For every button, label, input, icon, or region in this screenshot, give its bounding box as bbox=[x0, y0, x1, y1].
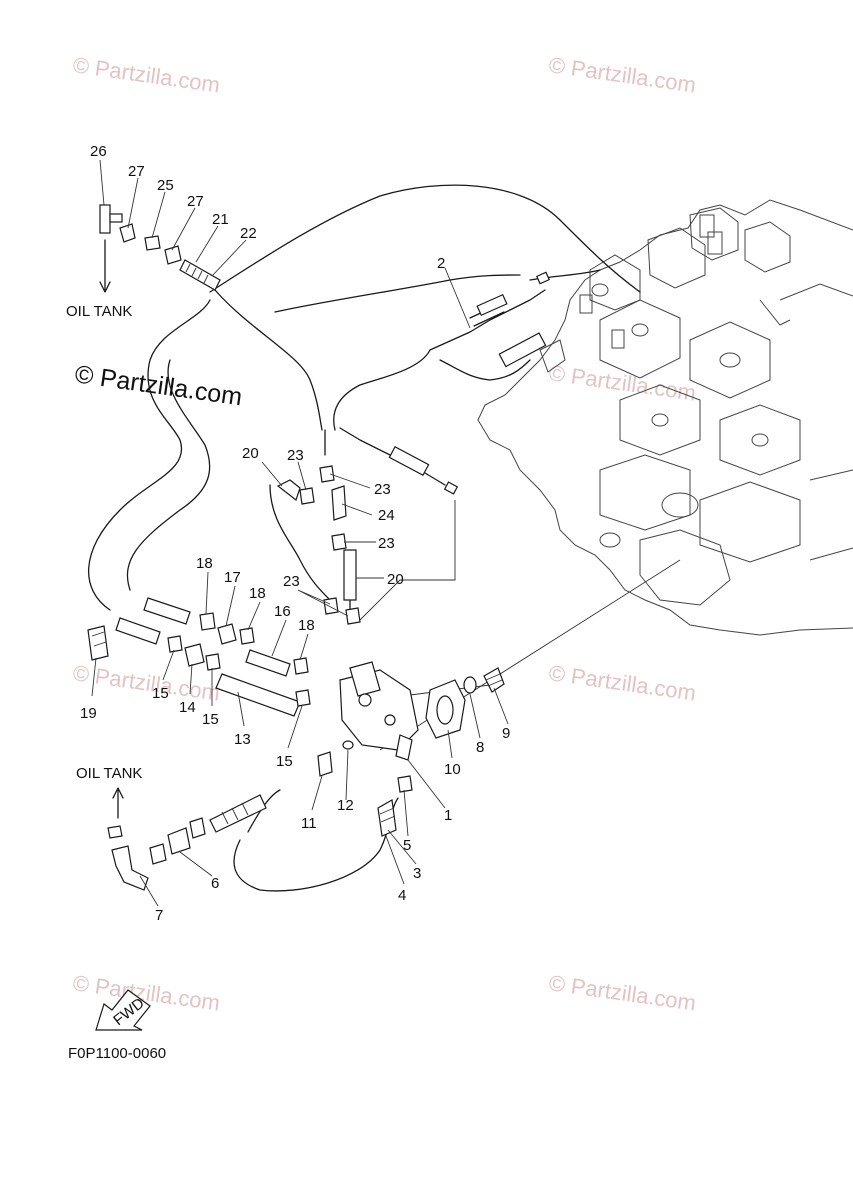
callout-24: 24 bbox=[378, 507, 395, 524]
callout-25: 25 bbox=[157, 177, 174, 194]
clip-23-e bbox=[345, 607, 361, 625]
watermark-mid-left: © Partzilla.com bbox=[71, 660, 221, 705]
clip-23-b bbox=[319, 465, 335, 483]
clamp-27-top bbox=[119, 223, 136, 243]
callout-15-left: 15 bbox=[152, 685, 169, 702]
callout-23-right-b: 23 bbox=[378, 535, 395, 552]
clip-23-d bbox=[323, 597, 339, 615]
elbow-hose-7 bbox=[111, 845, 149, 891]
callout-11: 11 bbox=[301, 815, 317, 832]
callout-20-right: 20 bbox=[387, 571, 404, 588]
bracket-19 bbox=[87, 625, 109, 661]
clip-23-c bbox=[331, 533, 347, 551]
callout-1: 1 bbox=[444, 807, 452, 824]
hose-13 bbox=[215, 673, 301, 717]
callout-10: 10 bbox=[444, 761, 461, 778]
callout-18-right: 18 bbox=[249, 585, 266, 602]
watermark-bottom-right: © Partzilla.com bbox=[547, 970, 697, 1015]
watermark-main: © Partzilla.com bbox=[73, 360, 244, 411]
callout-21: 21 bbox=[212, 211, 229, 228]
callout-4: 4 bbox=[398, 887, 406, 904]
joint-6 bbox=[167, 827, 191, 855]
watermark-top-left: © Partzilla.com bbox=[71, 52, 221, 97]
joint-17 bbox=[217, 623, 237, 645]
oil-tank-label-top: OIL TANK bbox=[66, 303, 132, 320]
callout-5: 5 bbox=[403, 837, 411, 854]
watermark-layer: © Partzilla.com © Partzilla.com © Partzi… bbox=[71, 52, 697, 1015]
clip-15-right bbox=[205, 653, 221, 671]
tee-fitting-26 bbox=[99, 204, 111, 234]
callout-3: 3 bbox=[413, 865, 421, 882]
hose-fitting-lower bbox=[115, 617, 161, 645]
callout-15-bottom: 15 bbox=[276, 753, 293, 770]
callout-numbers: 26 27 25 27 21 22 2 20 23 23 24 23 20 23… bbox=[80, 143, 510, 924]
callout-23-mid: 23 bbox=[283, 573, 300, 590]
left-fittings bbox=[87, 465, 361, 717]
hose-fitting-upper bbox=[143, 597, 191, 625]
clip-18-left bbox=[199, 612, 216, 631]
callout-15-right: 15 bbox=[202, 711, 219, 728]
callout-27-second: 27 bbox=[187, 193, 204, 210]
diagram-labels: OIL TANK OIL TANK F0P1100-0060 bbox=[66, 303, 166, 1062]
diagram-code: F0P1100-0060 bbox=[68, 1045, 166, 1062]
oil-tank-label-bottom: OIL TANK bbox=[76, 765, 142, 782]
callout-18-mid: 18 bbox=[298, 617, 315, 634]
hose-16 bbox=[245, 649, 291, 677]
joint-14 bbox=[184, 643, 205, 667]
callout-27-top: 27 bbox=[128, 163, 145, 180]
callout-13: 13 bbox=[234, 731, 251, 748]
watermark-mid-right-2: © Partzilla.com bbox=[547, 660, 697, 705]
washer-12 bbox=[342, 740, 354, 750]
clip-15-mid bbox=[295, 689, 311, 707]
control-cables bbox=[339, 271, 550, 495]
fwd-arrow-icon bbox=[95, 989, 151, 1031]
hose-connector-bottom bbox=[209, 794, 267, 833]
hose-20-left-end bbox=[276, 479, 301, 501]
bottom-fittings bbox=[107, 787, 267, 891]
tee-branch-26 bbox=[109, 213, 123, 223]
callout-14: 14 bbox=[179, 699, 196, 716]
clip-18-right bbox=[239, 627, 255, 645]
check-valve-25 bbox=[144, 235, 161, 251]
callout-17: 17 bbox=[224, 569, 241, 586]
callout-7: 7 bbox=[155, 907, 163, 924]
callout-19: 19 bbox=[80, 705, 97, 722]
o-ring-8 bbox=[463, 676, 477, 694]
oil-pump-assembly bbox=[317, 661, 505, 837]
hose-3 bbox=[377, 799, 397, 837]
watermark-top-right: © Partzilla.com bbox=[547, 52, 697, 97]
top-fittings bbox=[99, 204, 221, 293]
callout-6: 6 bbox=[211, 875, 219, 892]
callout-8: 8 bbox=[476, 739, 484, 756]
callout-20-left: 20 bbox=[242, 445, 259, 462]
tee-24 bbox=[331, 485, 347, 521]
callout-23-top: 23 bbox=[287, 447, 304, 464]
clip-18-mid bbox=[293, 657, 309, 675]
callout-2: 2 bbox=[437, 255, 445, 272]
leader-lines bbox=[91, 159, 509, 907]
clip-5 bbox=[397, 775, 413, 793]
engine-block bbox=[477, 199, 853, 636]
callout-23-right-a: 23 bbox=[374, 481, 391, 498]
callout-26: 26 bbox=[90, 143, 107, 160]
callout-18-left: 18 bbox=[196, 555, 213, 572]
clip-15-left bbox=[167, 635, 183, 653]
bolt-11 bbox=[317, 751, 333, 777]
callout-22: 22 bbox=[240, 225, 257, 242]
hose-20-right bbox=[343, 549, 357, 601]
clip-23-a bbox=[299, 487, 315, 505]
callout-9: 9 bbox=[502, 725, 510, 742]
callout-12: 12 bbox=[337, 797, 354, 814]
callout-16: 16 bbox=[274, 603, 291, 620]
